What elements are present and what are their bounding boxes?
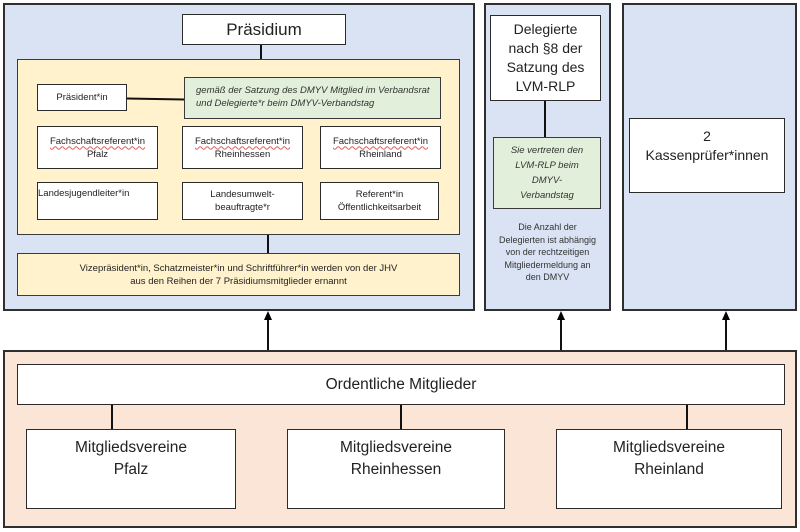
verein-region: Pfalz xyxy=(113,461,149,478)
connector xyxy=(686,405,688,429)
referent-label: Fachschaftsreferent*in xyxy=(49,135,146,147)
info-line: von der rechtzeitigen xyxy=(505,247,590,257)
kassenpruefer-count: 2 xyxy=(703,128,711,144)
landesjugendleiter-box: Landesjugendleiter*in xyxy=(37,182,158,220)
referent-label: Fachschaftsreferent*in xyxy=(332,135,429,147)
info-line: Die Anzahl der xyxy=(518,222,577,232)
arrow-to-praesidium xyxy=(267,318,269,350)
arrow-head-icon xyxy=(264,311,272,320)
verein-box-rheinhessen: Mitgliedsvereine Rheinhessen xyxy=(287,429,505,509)
note-line: LVM-RLP beim xyxy=(515,160,579,171)
delegierte-title-line: nach §8 der xyxy=(508,40,583,56)
praesidium-title-box: Präsidium xyxy=(182,14,346,45)
referent-region: Rheinland xyxy=(359,148,402,160)
praesidium-footer-note: Vizepräsident*in, Schatzmeister*in und S… xyxy=(17,253,460,296)
verein-box-rheinland: Mitgliedsvereine Rheinland xyxy=(556,429,782,509)
referent-label: Landesumwelt- xyxy=(210,189,275,200)
praesidium-title: Präsidium xyxy=(226,19,302,39)
connector xyxy=(400,405,402,429)
verein-label: Mitgliedsvereine xyxy=(340,439,452,456)
verein-region: Rheinland xyxy=(634,461,704,478)
footer-line: Vizepräsident*in, Schatzmeister*in und S… xyxy=(79,262,398,274)
info-line: Mitgliedermeldung an xyxy=(504,259,591,270)
praesident-box: Präsident*in xyxy=(37,84,127,111)
verein-label: Mitgliedsvereine xyxy=(75,439,187,456)
referent-region: Rheinhessen xyxy=(214,148,271,160)
referent-label: Referent*in xyxy=(355,189,404,200)
referent-label: Landesjugendleiter*in xyxy=(38,188,130,199)
kassenpruefer-box: 2 Kassenprüfer*innen xyxy=(629,118,785,193)
note-line: Sie vertreten den xyxy=(510,145,584,156)
delegierte-title-line: Satzung des xyxy=(506,59,585,75)
note-line: und Delegierte*r beim DMYV-Verbandstag xyxy=(196,98,375,109)
connector xyxy=(111,405,113,429)
delegierte-title-line: LVM-RLP xyxy=(515,78,576,94)
referent-box-pfalz: Fachschaftsreferent*in Pfalz xyxy=(37,126,158,169)
praesident-label: Präsident*in xyxy=(56,92,108,103)
delegierte-info: Die Anzahl der Delegierten ist abhängig … xyxy=(486,221,609,284)
connector xyxy=(260,45,262,59)
arrow-to-delegierte xyxy=(560,318,562,350)
landesumweltbeauftragte-box: Landesumwelt- beauftragte*r xyxy=(182,182,303,220)
note-line: DMYV- xyxy=(531,175,563,186)
verein-label: Mitgliedsvereine xyxy=(613,439,725,456)
referent-label: Fachschaftsreferent*in xyxy=(194,135,291,147)
referent-region: Pfalz xyxy=(86,148,109,160)
arrow-head-icon xyxy=(722,311,730,320)
kassenpruefer-label: Kassenprüfer*innen xyxy=(645,147,769,163)
connector xyxy=(544,101,546,137)
verein-box-pfalz: Mitgliedsvereine Pfalz xyxy=(26,429,236,509)
referent-box-rheinhessen: Fachschaftsreferent*in Rheinhessen xyxy=(182,126,303,169)
note-line: gemäß der Satzung des DMYV Mitglied im V… xyxy=(196,85,430,96)
info-line: Delegierten ist abhängig xyxy=(498,234,597,245)
delegierte-title-box: Delegierte nach §8 der Satzung des LVM-R… xyxy=(490,15,601,101)
arrow-head-icon xyxy=(557,311,565,320)
arrow-to-kassenpruefer xyxy=(725,318,727,350)
ordentliche-mitglieder-label: Ordentliche Mitglieder xyxy=(325,375,477,393)
referent-label: Öffentlichkeitsarbeit xyxy=(337,202,422,213)
referent-box-rheinland: Fachschaftsreferent*in Rheinland xyxy=(320,126,441,169)
delegierte-note: Sie vertreten den LVM-RLP beim DMYV- Ver… xyxy=(493,137,601,209)
ordentliche-mitglieder-box: Ordentliche Mitglieder xyxy=(17,364,785,405)
footer-line: aus den Reihen der 7 Präsidiumsmitgliede… xyxy=(130,275,347,287)
info-line: den DMYV xyxy=(525,272,570,282)
praesident-note: gemäß der Satzung des DMYV Mitglied im V… xyxy=(184,77,441,119)
delegierte-title-line: Delegierte xyxy=(513,21,578,37)
verein-region: Rheinhessen xyxy=(350,461,442,478)
referent-label: beauftragte*r xyxy=(215,202,270,213)
connector xyxy=(267,235,269,253)
referent-oeffentlichkeitsarbeit-box: Referent*in Öffentlichkeitsarbeit xyxy=(320,182,439,220)
note-line: Verbandstag xyxy=(520,190,574,201)
